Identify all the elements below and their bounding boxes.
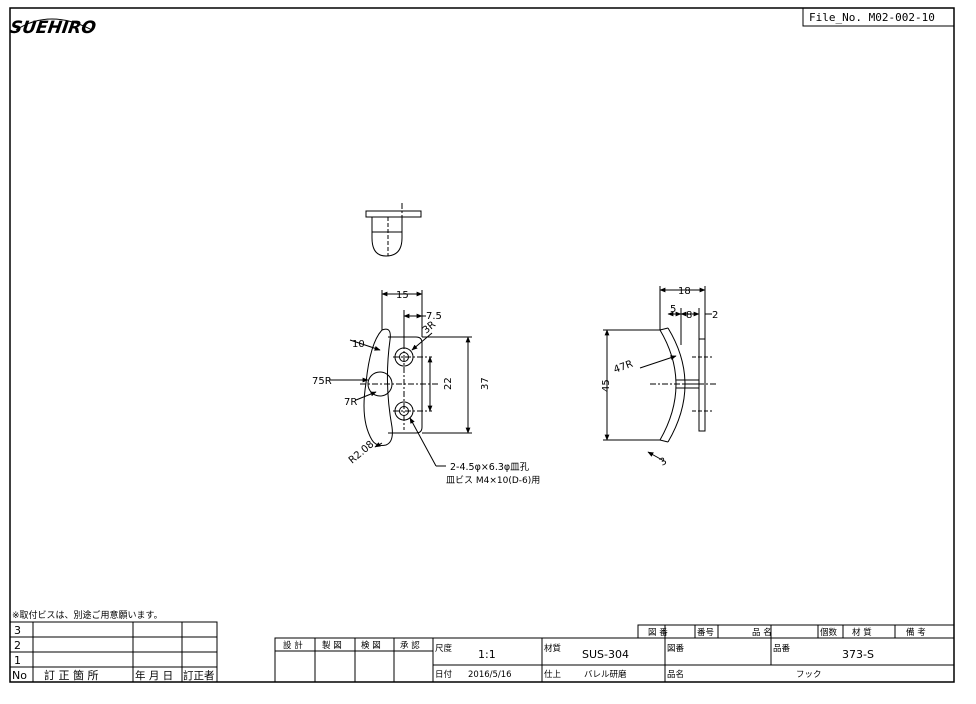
material-label: 材質	[544, 643, 562, 654]
parts-header-no: 番号	[697, 627, 714, 638]
stamp-approve: 承 認	[400, 640, 420, 651]
dim-8: 8	[686, 310, 692, 321]
rev-header-date: 年 月 日	[135, 669, 173, 682]
hole-note: 2-4.5φ×6.3φ皿孔	[450, 462, 530, 473]
scale-label: 尺度	[435, 643, 453, 654]
dim-10: 10	[352, 339, 365, 350]
front-view	[330, 290, 472, 467]
rev-header-person: 訂正者	[183, 669, 215, 682]
title-block	[274, 624, 955, 683]
rev-row-2: 2	[14, 639, 21, 652]
scale-value: 1:1	[478, 648, 496, 661]
dim-22: 22	[443, 377, 454, 390]
parts-header-name: 品 名	[752, 627, 772, 638]
parts-header-remarks: 備 考	[906, 627, 926, 638]
rev-row-1: 1	[14, 654, 21, 667]
finish-label: 仕上	[544, 669, 562, 680]
dim-7r: 7R	[344, 397, 357, 408]
screw-supply-note: ※取付ビスは、別途ご用意願います。	[12, 609, 163, 621]
stamp-draft: 製 図	[322, 640, 342, 651]
side-view	[603, 286, 716, 462]
parts-header-zuban: 図 番	[648, 627, 668, 638]
dim-47r: 47R	[612, 359, 634, 376]
stamp-check: 検 図	[361, 640, 381, 651]
name-label: 品名	[667, 669, 684, 680]
rev-row-3: 3	[14, 624, 21, 637]
date-value: 2016/5/16	[468, 670, 512, 680]
suehiro-logo: SUEHIRO	[9, 18, 98, 38]
dim-5: 5	[670, 304, 676, 315]
dim-2: 2	[712, 310, 718, 321]
hinban-label: 品番	[773, 643, 791, 654]
dim-18: 18	[678, 286, 691, 297]
revision-table	[9, 621, 218, 683]
rev-header-no: No	[12, 669, 27, 682]
dim-r2-08: R2.08	[347, 439, 376, 466]
sheet-border	[9, 7, 955, 683]
dim-3: 3	[658, 456, 669, 469]
name-value: フック	[796, 670, 822, 680]
date-label: 日付	[435, 669, 453, 680]
parts-header-qty: 個数	[820, 627, 838, 638]
dim-45: 45	[601, 379, 612, 392]
dim-15: 15	[396, 290, 409, 301]
dim-7-5: 7.5	[426, 311, 442, 322]
finish-value: バレル研磨	[584, 669, 627, 680]
material-value: SUS-304	[582, 648, 629, 661]
dim-37: 37	[480, 377, 491, 390]
file-no: File_No. M02-002-10	[809, 11, 935, 24]
hinban-value: 373-S	[842, 648, 874, 661]
file-no-box	[802, 7, 955, 27]
parts-header-material: 材 質	[852, 627, 872, 638]
zuban-label: 図番	[667, 643, 685, 654]
rev-header-place: 訂 正 箇 所	[44, 668, 99, 682]
top-view	[365, 203, 422, 257]
logo-text: SUEHIRO	[9, 18, 98, 38]
screw-note: 皿ビス M4×10(D-6)用	[446, 475, 540, 486]
dim-75r: 75R	[312, 376, 332, 387]
stamp-design: 設 計	[283, 640, 303, 651]
